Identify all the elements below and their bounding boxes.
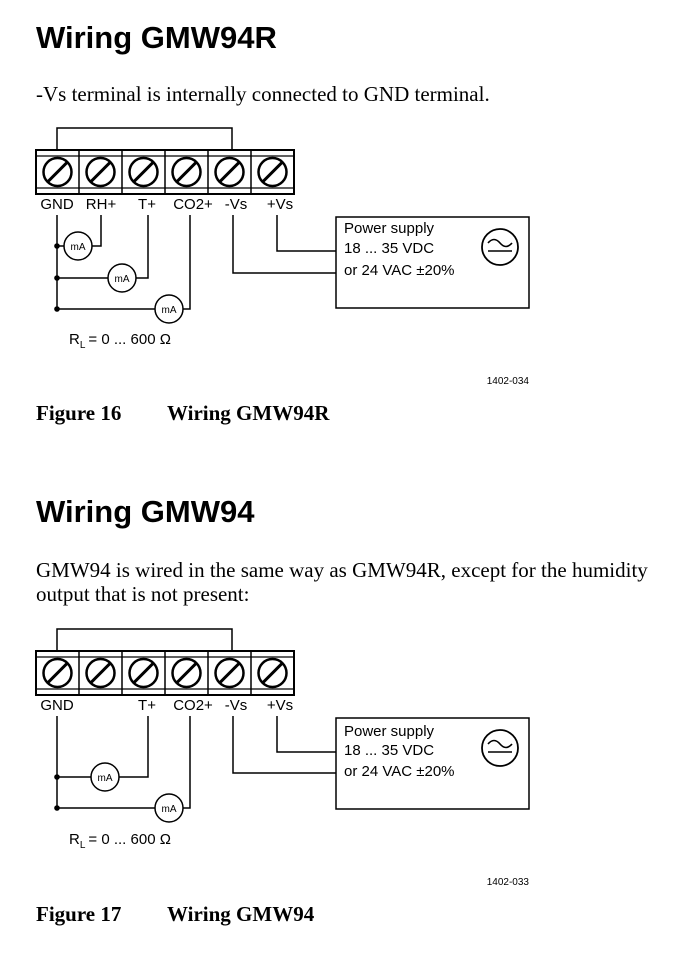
terminal-label-rh: RH+ xyxy=(86,196,117,213)
wiring-diagram-gmw94: GND T+ CO2+ -Vs +Vs mA mA Power supply 1… xyxy=(35,628,530,886)
drawing-code: 1402-034 xyxy=(487,376,530,385)
ac-dc-symbol-icon xyxy=(481,228,519,266)
terminal-label-minus-vs: -Vs xyxy=(225,697,248,714)
screw-terminal-icon xyxy=(128,156,159,188)
power-supply-dc-range: 18 ... 35 VDC xyxy=(344,240,434,257)
internal-jumper-line xyxy=(56,628,233,651)
internal-jumper-line xyxy=(56,127,233,150)
ammeter-label: mA xyxy=(162,804,177,815)
section-title: Wiring GMW94 xyxy=(36,494,255,529)
section-paragraph-line-1: GMW94 is wired in the same way as GMW94R… xyxy=(36,558,648,582)
power-supply-dc-range: 18 ... 35 VDC xyxy=(344,742,434,759)
load-resistance-value: = 0 ... 600 Ω xyxy=(88,831,171,848)
screw-terminal-icon xyxy=(42,156,73,188)
power-supply-label: Power supply xyxy=(344,723,435,740)
ammeter-rh: mA xyxy=(63,231,93,261)
ammeter-t: mA xyxy=(107,263,137,293)
wiring-lines xyxy=(56,215,336,310)
power-supply-label: Power supply xyxy=(344,220,435,237)
power-supply-ac-range: or 24 VAC ±20% xyxy=(344,763,455,780)
figure-title: Wiring GMW94R xyxy=(167,401,330,425)
screw-terminal-icon xyxy=(171,657,202,689)
screw-terminal-icon xyxy=(42,657,73,689)
terminal-label-t: T+ xyxy=(138,196,156,213)
figure-number: Figure 17 xyxy=(36,902,122,926)
ammeter-co2: mA xyxy=(154,294,184,324)
figure-number: Figure 16 xyxy=(36,401,122,425)
ammeter-label: mA xyxy=(71,242,86,253)
figure-caption: Figure 17 Wiring GMW94 xyxy=(36,902,314,926)
load-resistance-value: = 0 ... 600 Ω xyxy=(88,331,171,348)
ac-dc-symbol-icon xyxy=(481,729,519,767)
wiring-lines xyxy=(56,716,336,809)
terminal-label-t: T+ xyxy=(138,697,156,714)
ammeter-label: mA xyxy=(162,305,177,316)
terminal-block xyxy=(35,149,295,195)
terminal-block xyxy=(35,650,295,696)
terminal-label-gnd: GND xyxy=(40,697,74,714)
section-title: Wiring GMW94R xyxy=(36,20,277,55)
screw-terminal-icon xyxy=(214,156,245,188)
junction-dots xyxy=(54,774,60,811)
drawing-code: 1402-033 xyxy=(487,877,530,886)
terminal-label-plus-vs: +Vs xyxy=(267,697,293,714)
screw-terminal-icon xyxy=(85,156,116,188)
ammeter-label: mA xyxy=(115,274,130,285)
section-paragraph-line-2: output that is not present: xyxy=(36,582,250,606)
terminal-label-gnd: GND xyxy=(40,196,74,213)
power-supply-ac-range: or 24 VAC ±20% xyxy=(344,262,455,279)
junction-dots xyxy=(54,243,60,312)
terminal-label-minus-vs: -Vs xyxy=(225,196,248,213)
screw-terminal-icon xyxy=(171,156,202,188)
load-resistance-label: RL= 0 ... 600 Ω xyxy=(69,831,171,851)
internal-connection-note: -Vs terminal is internally connected to … xyxy=(36,82,490,106)
figure-title: Wiring GMW94 xyxy=(167,902,315,926)
screw-terminal-icon xyxy=(257,156,288,188)
screw-terminal-icon xyxy=(214,657,245,689)
ammeter-co2: mA xyxy=(154,793,184,823)
wiring-diagram-gmw94r: GND RH+ T+ CO2+ -Vs +Vs mA mA mA Power s… xyxy=(35,127,530,385)
terminal-label-co2: CO2+ xyxy=(173,196,213,213)
screw-terminal-icon xyxy=(85,657,116,689)
ammeter-label: mA xyxy=(98,773,113,784)
load-resistance-label: RL= 0 ... 600 Ω xyxy=(69,331,171,351)
figure-caption: Figure 16 Wiring GMW94R xyxy=(36,401,329,425)
terminal-label-plus-vs: +Vs xyxy=(267,196,293,213)
screw-terminal-icon xyxy=(257,657,288,689)
screw-terminal-icon xyxy=(128,657,159,689)
ammeter-t: mA xyxy=(90,762,120,792)
terminal-label-co2: CO2+ xyxy=(173,697,213,714)
